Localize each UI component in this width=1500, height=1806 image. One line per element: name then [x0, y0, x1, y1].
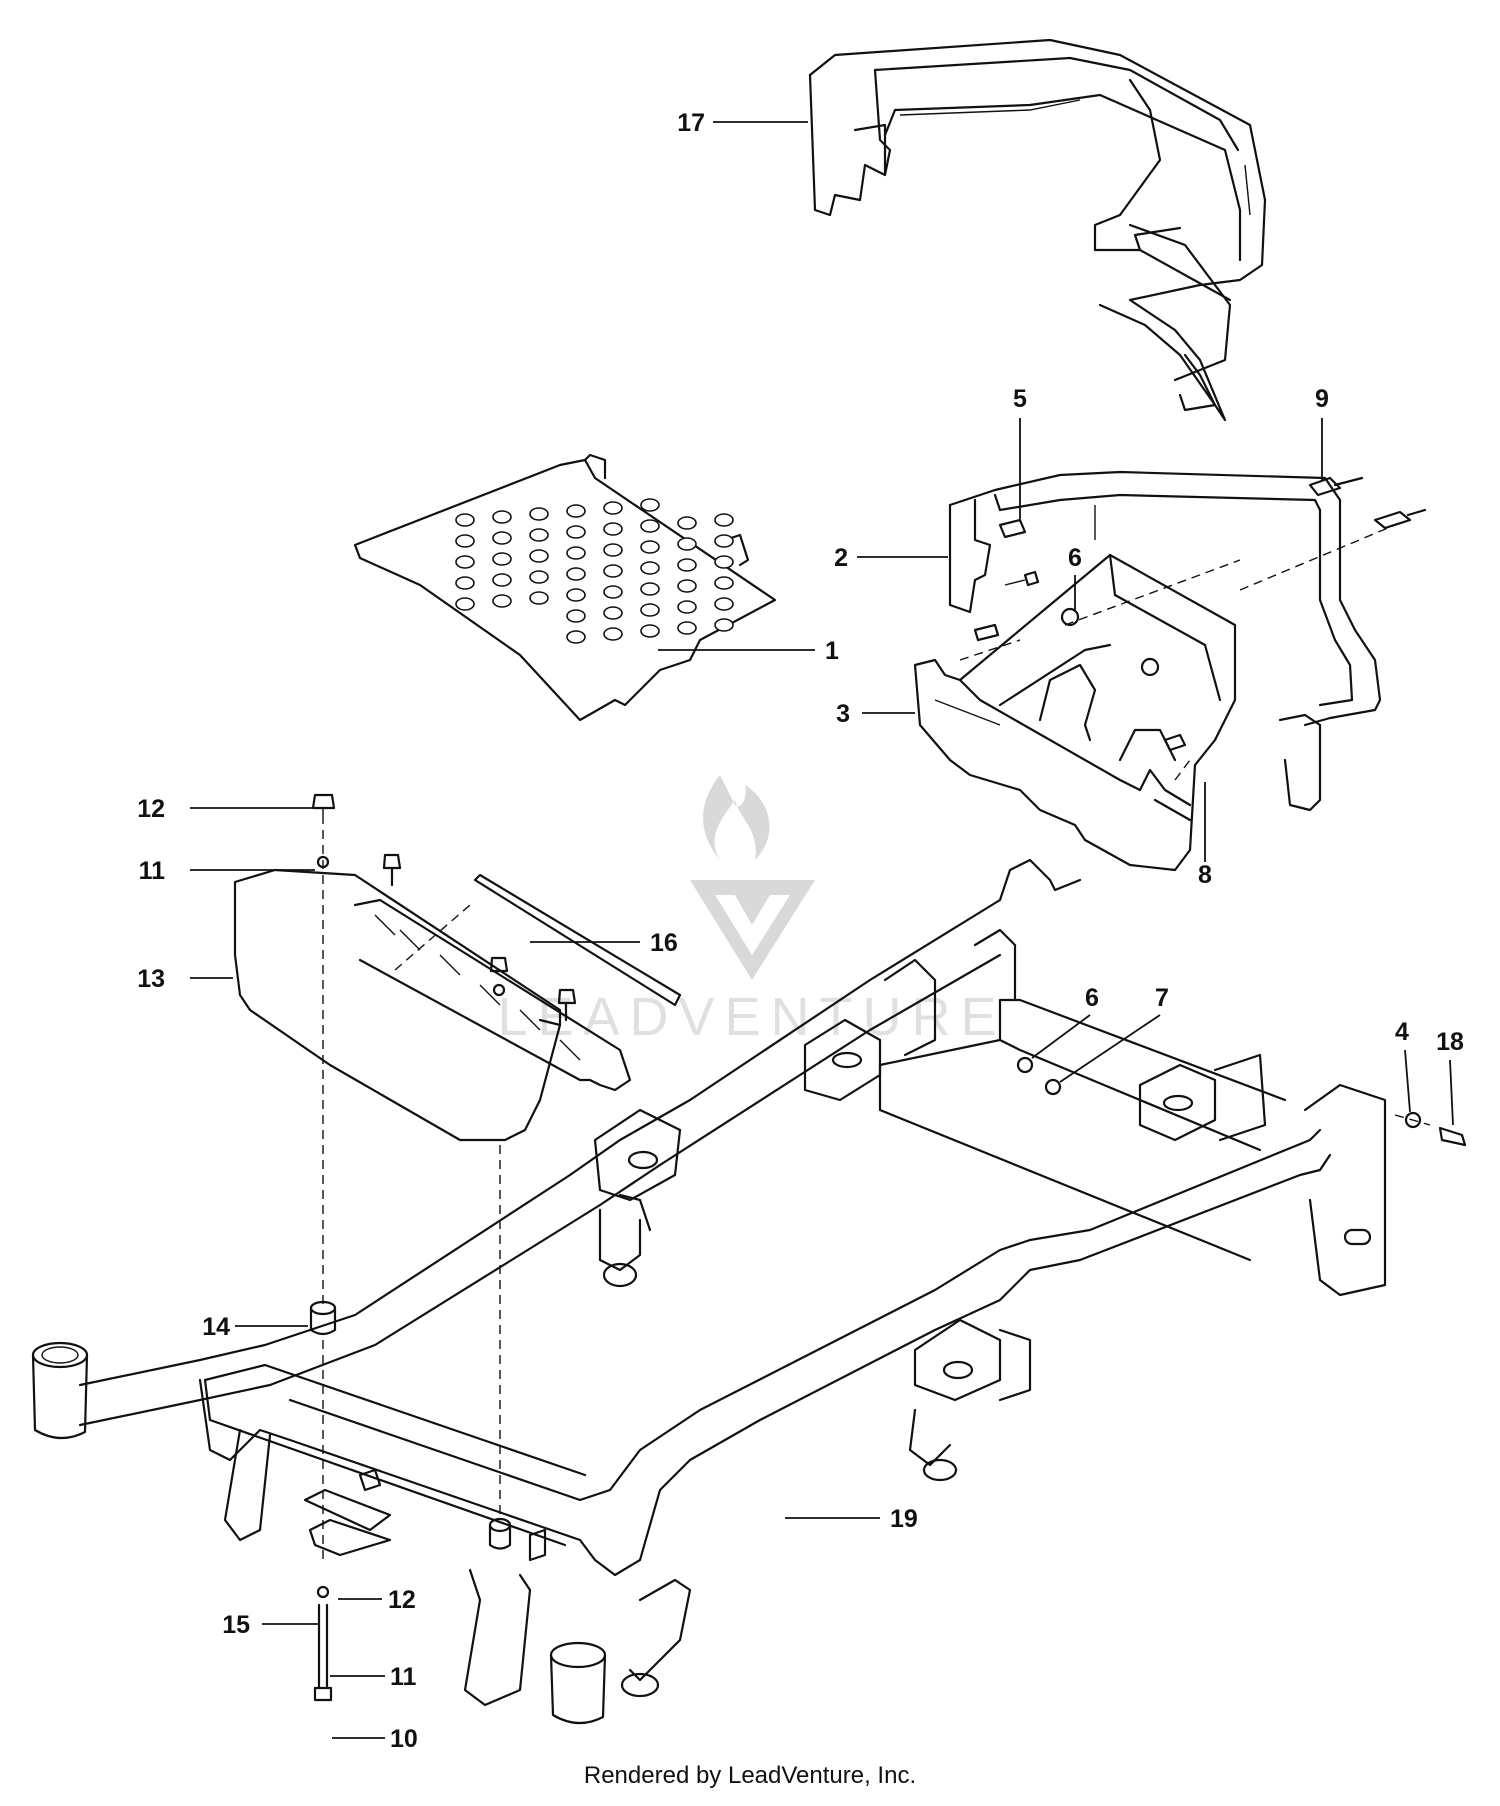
callout-2[interactable]: 2 — [834, 544, 848, 572]
callout-19[interactable]: 19 — [890, 1505, 918, 1533]
callout-12-upper[interactable]: 12 — [137, 795, 165, 823]
perforation-hole — [492, 552, 512, 566]
part-3-bracket[interactable] — [913, 553, 1237, 872]
callout-6-upper[interactable]: 6 — [1068, 544, 1082, 572]
callout-11-lower[interactable]: 11 — [390, 1663, 417, 1691]
perforation-hole — [455, 534, 475, 548]
perforation-hole — [677, 516, 697, 530]
perforation-hole — [603, 564, 623, 578]
perforation-hole — [529, 507, 549, 521]
perforation-hole — [714, 618, 734, 632]
perforation-hole — [566, 567, 586, 581]
part-2-bumper-bar[interactable] — [948, 470, 1382, 812]
callout-12-lower[interactable]: 12 — [388, 1586, 416, 1614]
fasteners-lower — [311, 793, 1467, 1702]
perforation-hole — [566, 525, 586, 539]
perforation-hole — [677, 579, 697, 593]
perforation-hole — [603, 522, 623, 536]
perforation-hole — [529, 549, 549, 563]
perforation-hole — [677, 600, 697, 614]
part-13-cushion[interactable] — [233, 868, 562, 1142]
footer-credit: Rendered by LeadVenture, Inc. — [583, 1762, 917, 1789]
assembly-lines — [322, 524, 1431, 1560]
perforation-hole — [455, 576, 475, 590]
perforation-hole — [677, 621, 697, 635]
perforation-hole — [455, 555, 475, 569]
callout-17[interactable]: 17 — [677, 109, 705, 137]
part-17-rear-cover[interactable] — [808, 38, 1267, 422]
callout-3[interactable]: 3 — [836, 700, 850, 728]
perforation-hole — [455, 513, 475, 527]
perforation-hole — [492, 531, 512, 545]
perforation-holes — [455, 498, 734, 644]
callout-15[interactable]: 15 — [222, 1611, 250, 1639]
perforation-hole — [640, 561, 660, 575]
perforation-hole — [529, 570, 549, 584]
perforation-hole — [714, 513, 734, 527]
perforation-hole — [677, 558, 697, 572]
perforation-hole — [566, 588, 586, 602]
fasteners-upper — [973, 476, 1427, 752]
part-15-bracket[interactable] — [303, 1468, 392, 1557]
callout-9[interactable]: 9 — [1315, 385, 1329, 413]
mount-plate[interactable] — [353, 898, 632, 1092]
perforation-hole — [640, 498, 660, 512]
callout-7[interactable]: 7 — [1155, 984, 1169, 1012]
watermark-text: LEADVENTURE — [497, 987, 1006, 1047]
watermark: LEADVENTURE — [497, 775, 1006, 1047]
perforation-hole — [714, 597, 734, 611]
leader-lines — [190, 121, 1454, 1739]
callout-13[interactable]: 13 — [137, 965, 165, 993]
part-19-main-frame[interactable] — [31, 858, 1387, 1725]
perforation-hole — [455, 597, 475, 611]
perforation-hole — [492, 594, 512, 608]
perforation-hole — [714, 534, 734, 548]
perforation-hole — [603, 627, 623, 641]
callout-1[interactable]: 1 — [825, 637, 839, 665]
perforation-hole — [529, 528, 549, 542]
perforation-hole — [640, 540, 660, 554]
perforation-hole — [492, 573, 512, 587]
perforation-hole — [603, 501, 623, 515]
callout-6-lower[interactable]: 6 — [1085, 984, 1099, 1012]
perforation-hole — [603, 606, 623, 620]
perforation-hole — [566, 504, 586, 518]
perforation-hole — [529, 591, 549, 605]
callout-11-upper[interactable]: 11 — [139, 857, 166, 885]
callout-labels: 17 5 9 2 6 1 3 8 12 11 16 13 6 7 4 18 14… — [137, 109, 1464, 1753]
perforation-hole — [677, 537, 697, 551]
callout-8[interactable]: 8 — [1198, 861, 1212, 889]
callout-10[interactable]: 10 — [390, 1725, 418, 1753]
perforation-hole — [566, 546, 586, 560]
perforation-hole — [566, 630, 586, 644]
perforation-hole — [603, 585, 623, 599]
perforation-hole — [492, 510, 512, 524]
perforation-hole — [603, 543, 623, 557]
callout-5[interactable]: 5 — [1013, 385, 1027, 413]
callout-4[interactable]: 4 — [1395, 1018, 1409, 1046]
part-16-bar[interactable] — [473, 873, 682, 1007]
callout-14[interactable]: 14 — [202, 1313, 230, 1341]
perforation-hole — [714, 576, 734, 590]
callout-16[interactable]: 16 — [650, 929, 678, 957]
perforation-hole — [640, 603, 660, 617]
perforation-hole — [566, 609, 586, 623]
perforation-hole — [714, 555, 734, 569]
part-1-perforated-plate[interactable] — [353, 453, 777, 722]
perforation-hole — [640, 582, 660, 596]
perforation-hole — [640, 624, 660, 638]
parts-diagram: LEADVENTURE — [31, 38, 1467, 1753]
callout-18[interactable]: 18 — [1436, 1028, 1464, 1056]
perforation-hole — [640, 519, 660, 533]
